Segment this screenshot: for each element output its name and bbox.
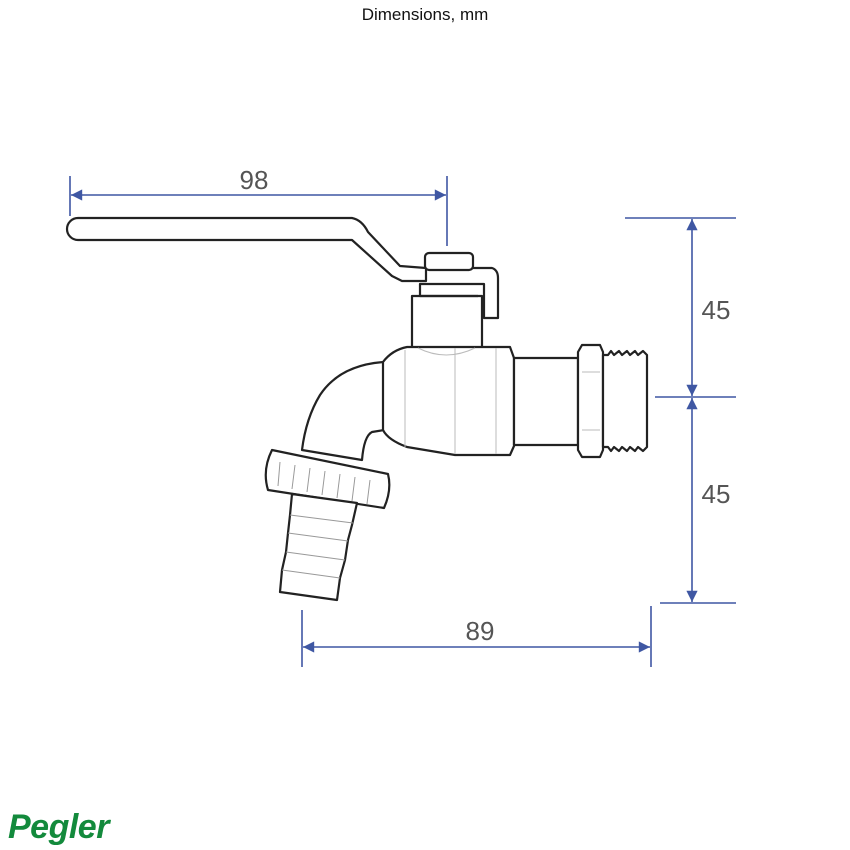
valve-body [381, 345, 516, 457]
pegler-logo: Pegler [8, 808, 109, 846]
dim-label-45-lower: 45 [702, 479, 731, 509]
pipe [512, 356, 580, 447]
lever-handle [65, 216, 428, 283]
hex-nut [576, 343, 605, 459]
hose-barb [278, 492, 359, 602]
spindle-cap [423, 251, 475, 272]
dimension-lines [69, 176, 736, 667]
valve-stem [410, 294, 484, 350]
dim-label-98: 98 [240, 165, 269, 195]
dim-label-45-upper: 45 [702, 295, 731, 325]
dim-label-89: 89 [466, 616, 495, 646]
tap-outline [65, 216, 649, 602]
hose-nut [264, 448, 391, 510]
lever-bracket [418, 266, 500, 320]
spout [300, 360, 386, 462]
male-thread [601, 349, 649, 453]
diagram-title: Dimensions, mm [361, 5, 489, 24]
